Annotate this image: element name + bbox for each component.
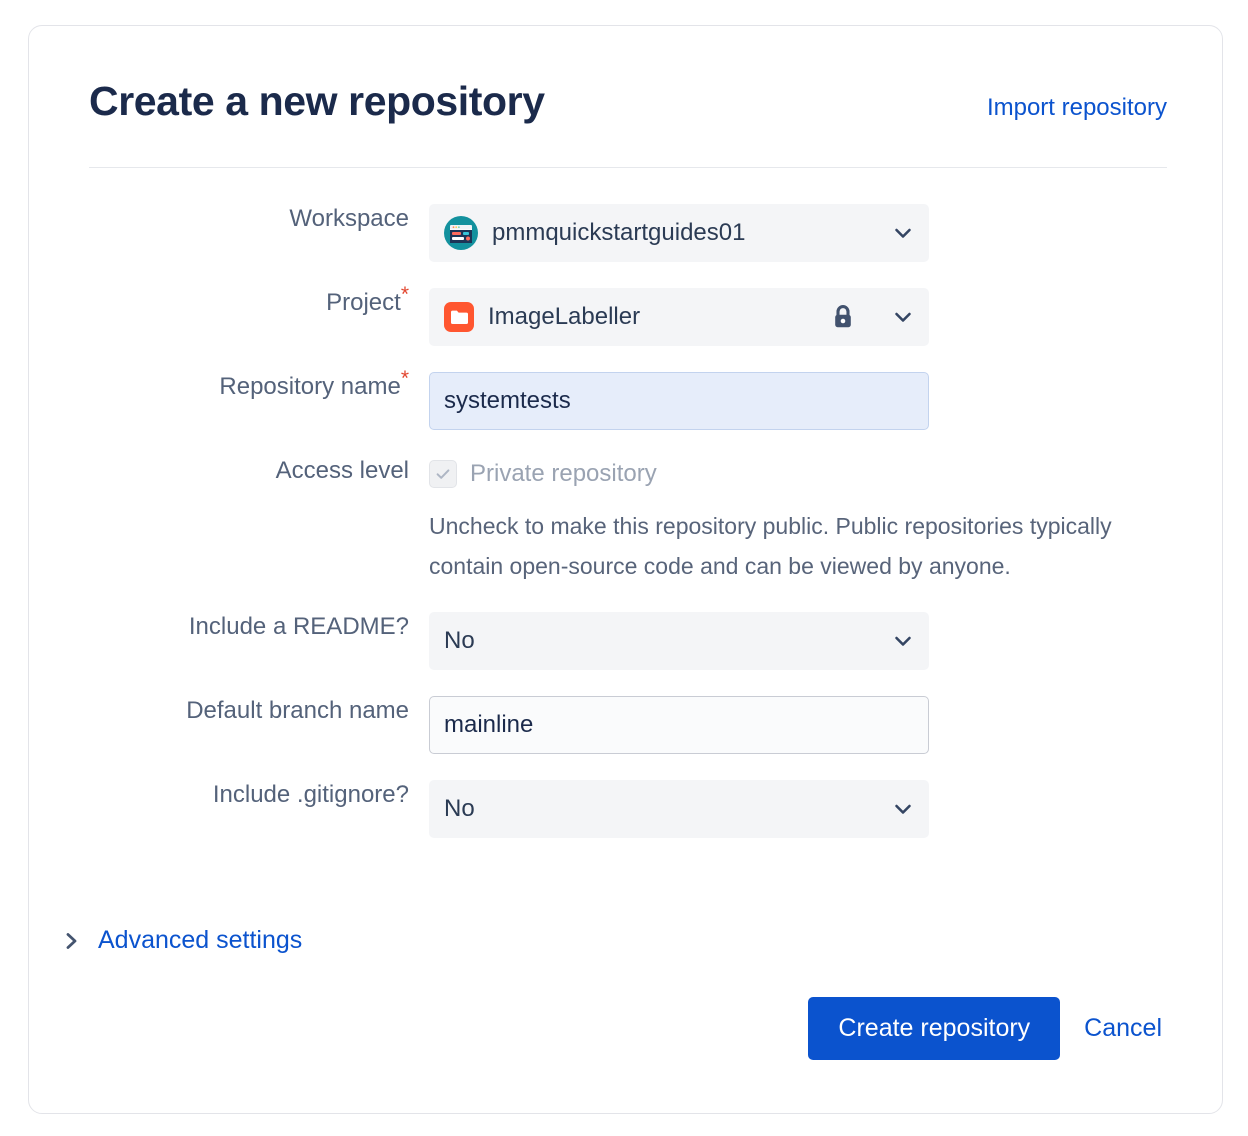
chevron-down-icon <box>892 630 914 652</box>
form-row-include-readme: Include a README? No <box>89 612 1167 670</box>
project-value: ImageLabeller <box>488 303 641 330</box>
default-branch-input[interactable] <box>429 696 929 754</box>
chevron-down-icon <box>892 306 914 328</box>
workspace-value: pmmquickstartguides01 <box>492 219 746 246</box>
repository-name-required-marker: * <box>400 367 409 390</box>
private-repository-checkbox[interactable] <box>429 460 457 488</box>
repository-name-input[interactable] <box>429 372 929 430</box>
project-select[interactable]: ImageLabeller <box>429 288 929 346</box>
row-spacer <box>89 262 1167 288</box>
access-level-label: Access level <box>275 457 409 484</box>
row-spacer <box>89 430 1167 456</box>
include-readme-value: No <box>444 627 475 654</box>
create-repository-button[interactable]: Create repository <box>808 997 1061 1060</box>
project-label-text: Project <box>326 289 401 316</box>
project-required-marker: * <box>400 283 409 306</box>
workspace-select[interactable]: pmmquickstartguides01 <box>429 204 929 262</box>
workspace-label: Workspace <box>289 205 409 232</box>
include-gitignore-label: Include .gitignore? <box>212 781 409 808</box>
include-readme-label: Include a README? <box>188 613 409 640</box>
create-repository-card: Create a new repository Import repositor… <box>28 25 1223 1114</box>
form-row-include-gitignore: Include .gitignore? No <box>89 780 1167 838</box>
check-icon <box>434 465 452 483</box>
row-spacer <box>89 670 1167 696</box>
private-repository-checkbox-row[interactable]: Private repository <box>429 456 1167 492</box>
chevron-down-icon <box>892 222 914 244</box>
lock-icon <box>830 303 856 331</box>
row-spacer <box>89 346 1167 372</box>
create-repository-form: Workspace <box>89 204 1167 838</box>
form-row-project: Project* ImageLabeller <box>89 284 1167 346</box>
repository-name-label-text: Repository name <box>219 373 401 400</box>
chevron-down-icon <box>892 798 914 820</box>
include-gitignore-select[interactable]: No <box>429 780 929 838</box>
row-spacer <box>89 586 1167 612</box>
card-header: Create a new repository Import repositor… <box>89 81 1167 122</box>
import-repository-link[interactable]: Import repository <box>986 94 1167 121</box>
header-divider <box>89 167 1167 168</box>
chevron-right-icon <box>64 930 80 952</box>
private-repository-label: Private repository <box>470 460 657 487</box>
form-row-repository-name: Repository name* <box>89 368 1167 430</box>
project-folder-icon <box>444 302 474 332</box>
row-spacer <box>89 754 1167 780</box>
form-actions: Create repository Cancel <box>808 997 1162 1060</box>
repository-name-label: Repository name* <box>89 368 429 402</box>
workspace-avatar-icon <box>444 216 478 250</box>
form-row-default-branch: Default branch name <box>89 696 1167 754</box>
page-title: Create a new repository <box>89 78 545 124</box>
cancel-button[interactable]: Cancel <box>1084 1014 1162 1042</box>
include-readme-select[interactable]: No <box>429 612 929 670</box>
access-level-help-text: Uncheck to make this repository public. … <box>429 513 1112 579</box>
advanced-settings-label: Advanced settings <box>98 926 303 954</box>
form-row-workspace: Workspace <box>89 204 1167 262</box>
advanced-settings-toggle[interactable]: Advanced settings <box>64 926 302 955</box>
form-row-access-level: Access level Private repository Unchec <box>89 456 1167 586</box>
include-gitignore-value: No <box>444 795 475 822</box>
project-label: Project* <box>89 284 429 318</box>
default-branch-label: Default branch name <box>186 697 409 724</box>
